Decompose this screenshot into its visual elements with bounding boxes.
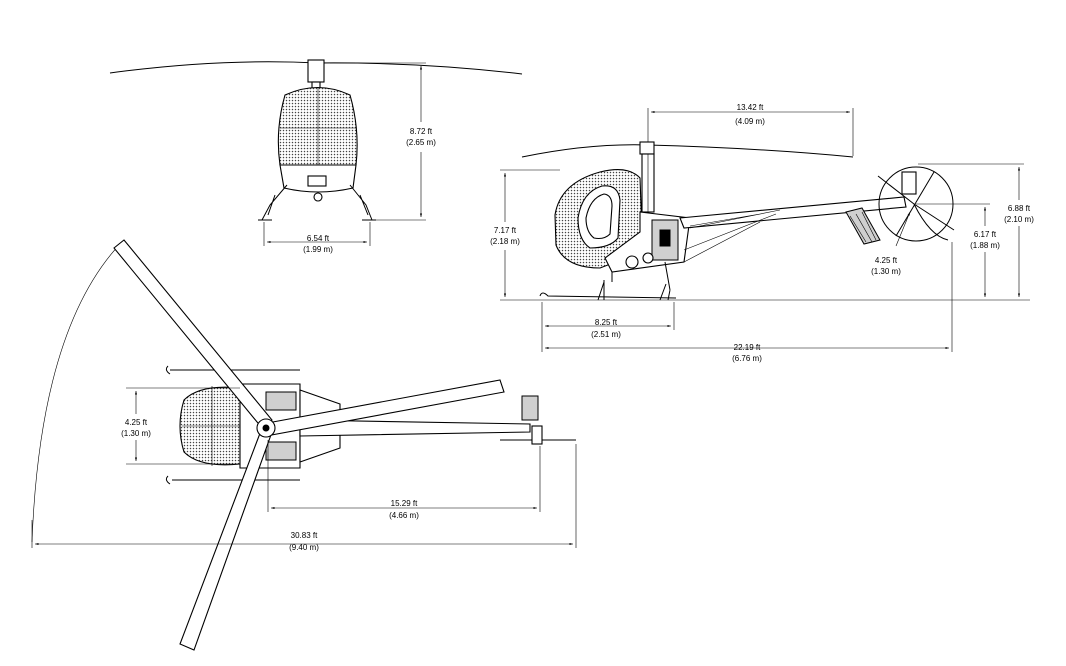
top-tail-rotor-gearbox [521, 395, 539, 421]
top-rotor-blade-1 [113, 239, 273, 429]
top-view: 4.25 ft (1.30 m) 15.29 ft (4.66 m) 30.83… [31, 239, 577, 651]
front-height-m: (2.65 m) [406, 138, 436, 147]
top-tail-boom [299, 419, 531, 437]
side-tail-diameter-ft: 4.25 ft [875, 256, 898, 265]
front-height-ft: 8.72 ft [410, 127, 433, 136]
side-overall-length-ft: 22.19 ft [734, 343, 761, 352]
side-tail-top-m: (2.10 m) [1004, 215, 1034, 224]
side-skids [539, 292, 677, 299]
front-width-ft: 6.54 ft [307, 234, 330, 243]
side-skid-length-ft: 8.25 ft [595, 318, 618, 327]
side-hub-height-m: (2.18 m) [490, 237, 520, 246]
top-hub-to-tail-m: (4.66 m) [389, 511, 419, 520]
front-view: 8.72 ft (2.65 m) 6.54 ft (1.99 m) [109, 59, 523, 254]
side-tail-top-ft: 6.88 ft [1008, 204, 1031, 213]
side-tail-diameter-m: (1.30 m) [871, 267, 901, 276]
side-skid-length-m: (2.51 m) [591, 330, 621, 339]
side-tail-hub-ft: 6.17 ft [974, 230, 997, 239]
top-skids [165, 365, 300, 485]
side-rotor-radius-m: (4.09 m) [735, 117, 765, 126]
side-overall-length-m: (6.76 m) [732, 354, 762, 363]
side-tail-boom [679, 196, 907, 229]
top-cabin-width-ft: 4.25 ft [125, 418, 148, 427]
front-landing-gear [261, 184, 373, 221]
side-view: 13.42 ft (4.09 m) 7.17 ft (2.18 m) 6.88 … [490, 103, 1034, 363]
top-hub-to-tail-ft: 15.29 ft [391, 499, 418, 508]
side-rotor-hub [639, 141, 655, 155]
top-rotor-sweep-arc [31, 243, 121, 543]
side-hub-height-ft: 7.17 ft [494, 226, 517, 235]
side-main-rotor [521, 144, 854, 158]
side-tail-hub-m: (1.88 m) [970, 241, 1000, 250]
front-rotor-hub [307, 59, 325, 83]
side-rotor-radius-ft: 13.42 ft [737, 103, 764, 112]
top-span-length-m: (9.40 m) [289, 543, 319, 552]
top-cabin-width-m: (1.30 m) [121, 429, 151, 438]
front-width-m: (1.99 m) [303, 245, 333, 254]
top-span-length-ft: 30.83 ft [291, 531, 318, 540]
